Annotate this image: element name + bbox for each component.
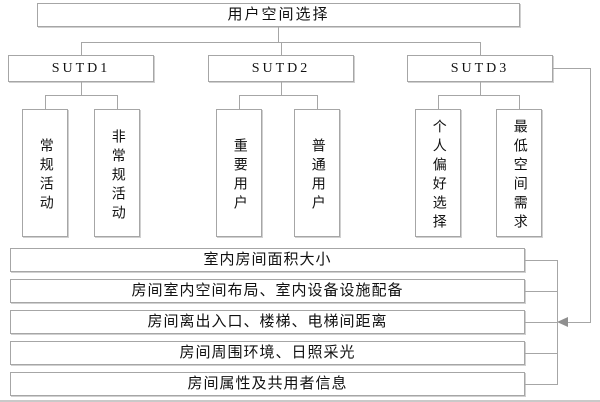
connector-line (117, 95, 118, 109)
connector-line (525, 384, 557, 385)
connector-line (81, 82, 82, 95)
criteria-row-area: 室内房间面积大小 (10, 248, 525, 272)
node-personal-preference: 个人偏好选择 (415, 109, 461, 237)
connector-line (590, 68, 591, 323)
connector-line (525, 322, 557, 323)
node-regular-activity: 常规活动 (22, 109, 68, 237)
node-root-label: 用户空间选择 (227, 6, 330, 23)
node-sutd1-label: SUTD1 (51, 60, 111, 76)
criteria-row-layout: 房间室内空间布局、室内设备设施配备 (10, 279, 525, 303)
connector-line (525, 353, 557, 354)
connector-line (525, 260, 557, 261)
connector-line (480, 42, 481, 55)
connector-line (438, 95, 520, 96)
connector-line (239, 95, 240, 109)
node-root: 用户空间选择 (37, 3, 520, 27)
node-personal-preference-label: 个人偏好选择 (430, 119, 446, 233)
node-regular-activity-label: 常规活动 (37, 138, 53, 214)
criteria-row-environment: 房间周围环境、日照采光 (10, 341, 525, 365)
node-irregular-activity-label: 非常规活动 (109, 128, 125, 224)
node-sutd1: SUTD1 (8, 55, 154, 82)
criteria-row-attributes: 房间属性及共用者信息 (10, 372, 525, 396)
connector-line (553, 68, 590, 69)
connector-line (281, 82, 282, 95)
criteria-row-label: 房间离出入口、楼梯、电梯间距离 (147, 313, 388, 330)
node-sutd2-label: SUTD2 (251, 60, 311, 76)
node-sutd2: SUTD2 (208, 55, 354, 82)
node-ordinary-user-label: 普通用户 (309, 138, 325, 214)
connector-line (525, 291, 557, 292)
connector-line (81, 42, 82, 55)
connector-line (317, 95, 318, 109)
connector-line (45, 95, 118, 96)
node-minimum-space-label: 最低空间需求 (511, 119, 527, 233)
arrow-left-icon (557, 317, 568, 327)
connector-line (557, 260, 558, 385)
criteria-row-label: 房间属性及共用者信息 (187, 375, 348, 392)
connector-line (45, 95, 46, 109)
connector-line (281, 42, 282, 55)
node-sutd3-label: SUTD3 (450, 60, 510, 76)
criteria-row-distance: 房间离出入口、楼梯、电梯间距离 (10, 310, 525, 334)
criteria-row-label: 房间周围环境、日照采光 (179, 344, 356, 361)
criteria-row-label: 房间室内空间布局、室内设备设施配备 (131, 282, 404, 299)
node-minimum-space: 最低空间需求 (496, 109, 542, 237)
connector-line (278, 27, 279, 42)
connector-line (438, 95, 439, 109)
criteria-row-label: 室内房间面积大小 (203, 251, 332, 268)
node-sutd3: SUTD3 (407, 55, 553, 82)
node-ordinary-user: 普通用户 (294, 109, 340, 237)
node-important-user-label: 重要用户 (231, 138, 247, 214)
connector-line (480, 82, 481, 95)
node-irregular-activity: 非常规活动 (94, 109, 140, 237)
connector-line (239, 95, 318, 96)
connector-line (519, 95, 520, 109)
node-important-user: 重要用户 (216, 109, 262, 237)
connector-line (566, 322, 591, 323)
